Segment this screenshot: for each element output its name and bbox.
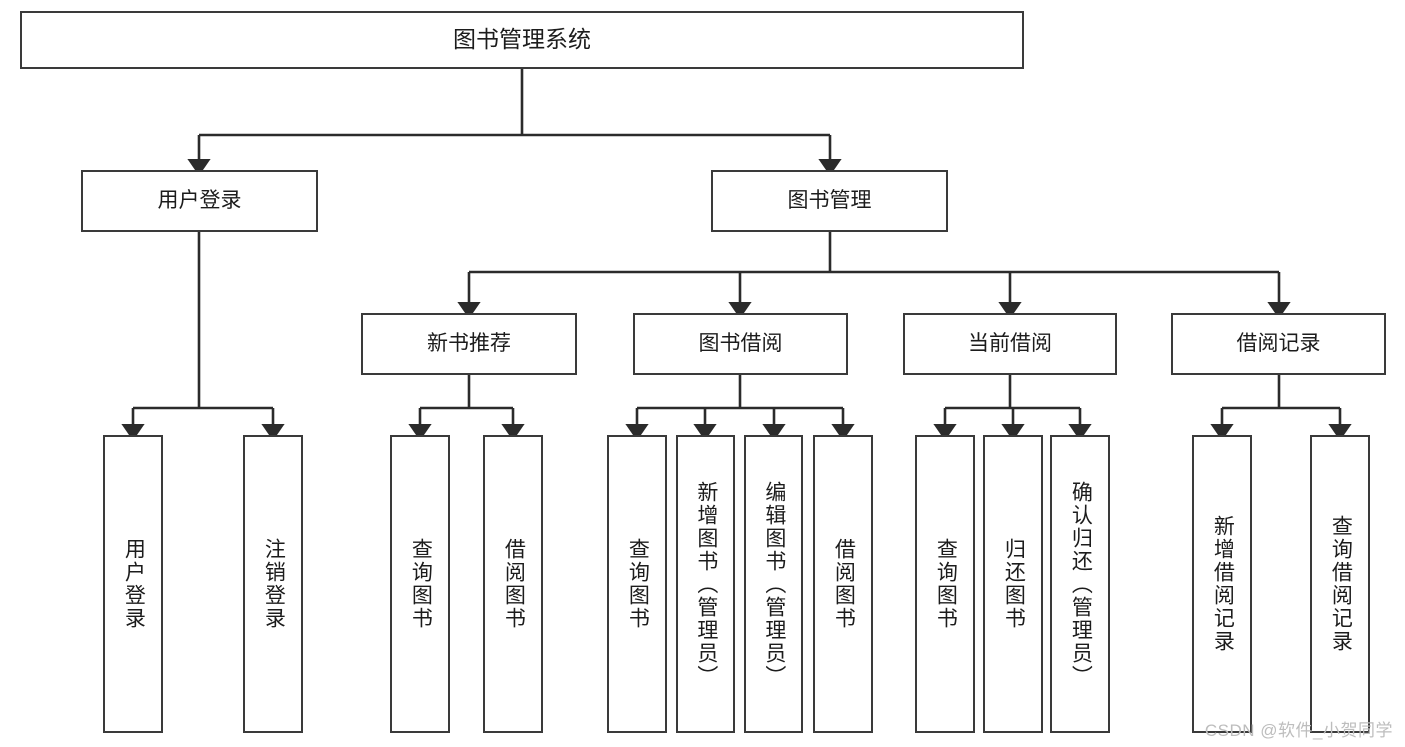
node-user-login-label: 用户登录 xyxy=(157,188,242,212)
node-new-book-rec-label: 新书推荐 xyxy=(427,331,511,355)
node-leaf-add-record-label: 新增借阅记录 xyxy=(1211,515,1235,653)
node-leaf-query-record-label: 查询借阅记录 xyxy=(1329,515,1353,653)
node-leaf-confirm-return-label: 确认归还（管理员） xyxy=(1069,480,1093,688)
node-root-label: 图书管理系统 xyxy=(453,26,591,53)
node-leaf-user-logout[interactable]: 注销登录 xyxy=(243,435,303,733)
node-leaf-query-book-2-label: 查询图书 xyxy=(626,538,650,630)
node-leaf-borrow-book-1-label: 借阅图书 xyxy=(502,538,526,630)
node-leaf-add-book-label: 新增图书（管理员） xyxy=(694,480,718,688)
node-current-borrow-label: 当前借阅 xyxy=(968,331,1052,355)
node-book-borrow-label: 图书借阅 xyxy=(698,331,783,355)
node-leaf-user-login[interactable]: 用户登录 xyxy=(103,435,163,733)
node-book-manage-label: 图书管理 xyxy=(787,188,872,212)
node-leaf-edit-book[interactable]: 编辑图书（管理员） xyxy=(744,435,803,733)
node-book-borrow[interactable]: 图书借阅 xyxy=(633,313,848,375)
node-leaf-return-book[interactable]: 归还图书 xyxy=(983,435,1043,733)
node-leaf-borrow-book-2-label: 借阅图书 xyxy=(832,538,856,630)
node-root[interactable]: 图书管理系统 xyxy=(20,11,1024,69)
node-leaf-add-record[interactable]: 新增借阅记录 xyxy=(1192,435,1252,733)
node-leaf-query-book-3[interactable]: 查询图书 xyxy=(915,435,975,733)
node-leaf-query-book-1[interactable]: 查询图书 xyxy=(390,435,450,733)
node-leaf-borrow-book-2[interactable]: 借阅图书 xyxy=(813,435,873,733)
node-current-borrow[interactable]: 当前借阅 xyxy=(903,313,1117,375)
node-leaf-add-book[interactable]: 新增图书（管理员） xyxy=(676,435,735,733)
node-book-manage[interactable]: 图书管理 xyxy=(711,170,948,232)
node-leaf-borrow-book-1[interactable]: 借阅图书 xyxy=(483,435,543,733)
watermark: CSDN @软件_小贺同学 xyxy=(1204,721,1393,740)
node-leaf-confirm-return[interactable]: 确认归还（管理员） xyxy=(1050,435,1110,733)
node-leaf-query-book-2[interactable]: 查询图书 xyxy=(607,435,667,733)
node-leaf-query-record[interactable]: 查询借阅记录 xyxy=(1310,435,1370,733)
node-leaf-user-login-label: 用户登录 xyxy=(122,538,146,630)
node-leaf-return-book-label: 归还图书 xyxy=(1002,538,1026,630)
node-user-login[interactable]: 用户登录 xyxy=(81,170,318,232)
node-leaf-query-book-3-label: 查询图书 xyxy=(934,538,958,630)
node-leaf-user-logout-label: 注销登录 xyxy=(262,538,286,630)
node-borrow-record[interactable]: 借阅记录 xyxy=(1171,313,1386,375)
node-leaf-query-book-1-label: 查询图书 xyxy=(409,538,433,630)
node-borrow-record-label: 借阅记录 xyxy=(1236,331,1321,355)
node-leaf-edit-book-label: 编辑图书（管理员） xyxy=(762,480,786,688)
node-new-book-rec[interactable]: 新书推荐 xyxy=(361,313,577,375)
